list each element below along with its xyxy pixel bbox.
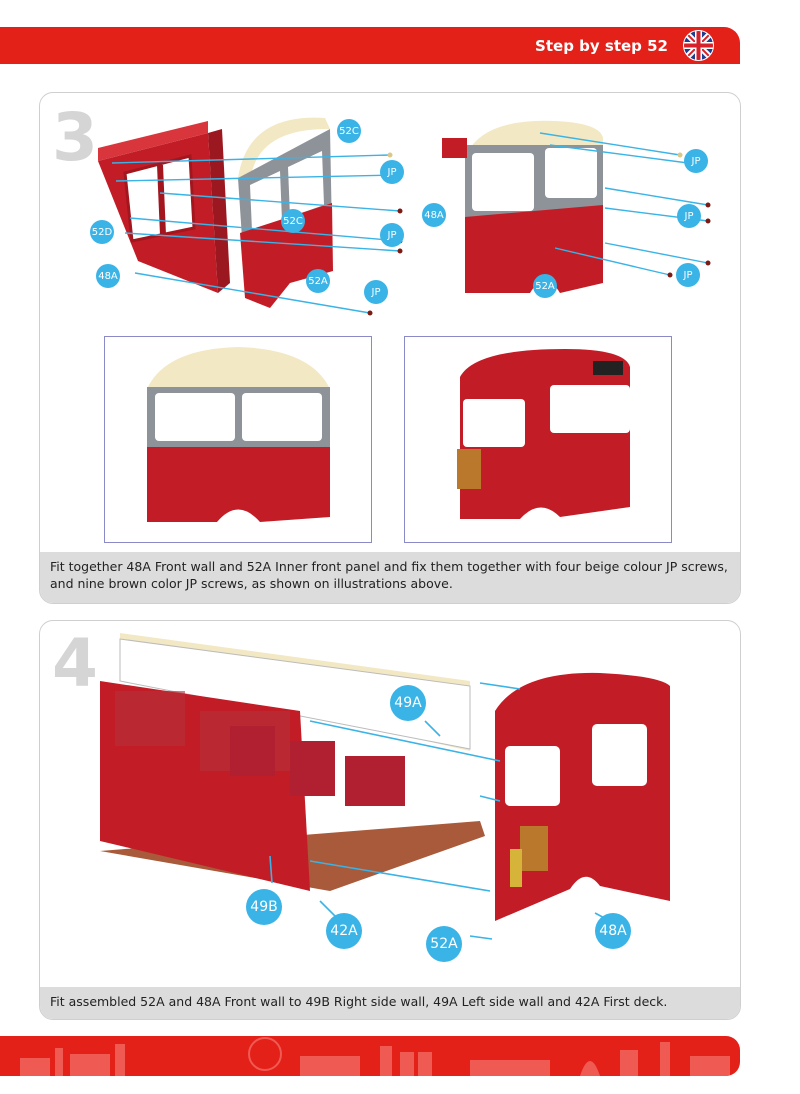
callout-52a: 52A (426, 926, 462, 962)
callout-42a: 42A (326, 913, 362, 949)
footer-skyline-bar (0, 1036, 740, 1076)
callout-48a: 48A (96, 264, 120, 288)
step-4-exploded-illustration (100, 633, 670, 940)
london-skyline-icon (20, 1037, 730, 1076)
front-view-frame (104, 336, 372, 543)
page-title: Step by step 52 (535, 37, 668, 55)
callout-48a: 48A (422, 203, 446, 227)
callout-48a: 48A (595, 913, 631, 949)
step-3-panel: 3 (39, 92, 741, 604)
step-3-caption: Fit together 48A Front wall and 52A Inne… (40, 552, 740, 603)
callout-49b: 49B (246, 889, 282, 925)
callout-jp: JP (684, 149, 708, 173)
callout-jp: JP (676, 263, 700, 287)
step-3-exploded-illustration (98, 117, 711, 316)
callout-52c-top: 52C (337, 119, 361, 143)
callout-52a: 52A (306, 269, 330, 293)
uk-flag-icon (683, 30, 714, 61)
callout-jp: JP (364, 280, 388, 304)
rear-view-frame (404, 336, 672, 543)
header-bar: Step by step 52 (0, 27, 740, 64)
callout-jp: JP (677, 204, 701, 228)
callout-jp: JP (380, 223, 404, 247)
callout-jp: JP (380, 160, 404, 184)
front-wall-rear-view (457, 349, 630, 519)
step-number: 3 (52, 99, 98, 176)
callout-52d: 52D (90, 220, 114, 244)
step-4-caption: Fit assembled 52A and 48A Front wall to … (40, 987, 740, 1019)
callout-52a: 52A (533, 274, 557, 298)
callout-52c-bottom: 52C (281, 209, 305, 233)
callout-49a: 49A (390, 685, 426, 721)
step-number: 4 (52, 625, 98, 702)
front-wall-front-view (147, 347, 330, 522)
step-4-panel: 4 (39, 620, 741, 1020)
